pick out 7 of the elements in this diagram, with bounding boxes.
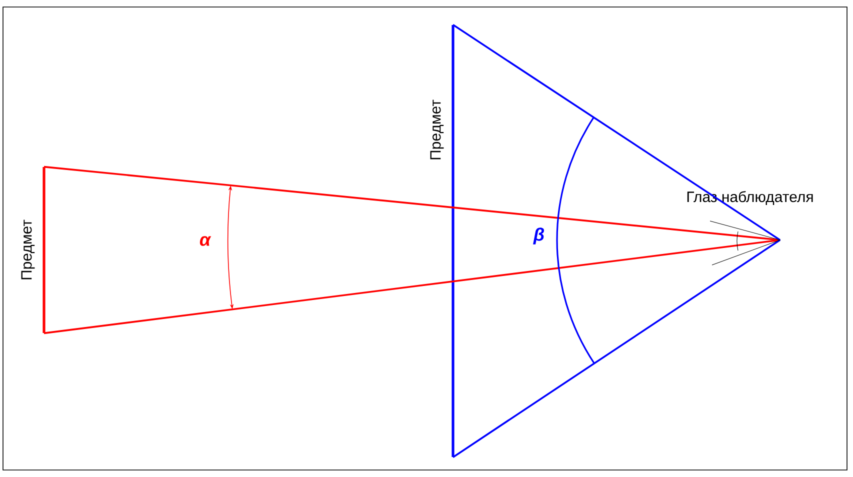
sight-line <box>452 24 780 241</box>
sight-line <box>452 239 780 458</box>
angle-label: α <box>200 236 212 246</box>
object-label: Предмет <box>430 100 444 160</box>
object-label: Предмет <box>21 220 35 280</box>
sight-line <box>44 239 780 334</box>
angle-label: β <box>533 228 544 244</box>
